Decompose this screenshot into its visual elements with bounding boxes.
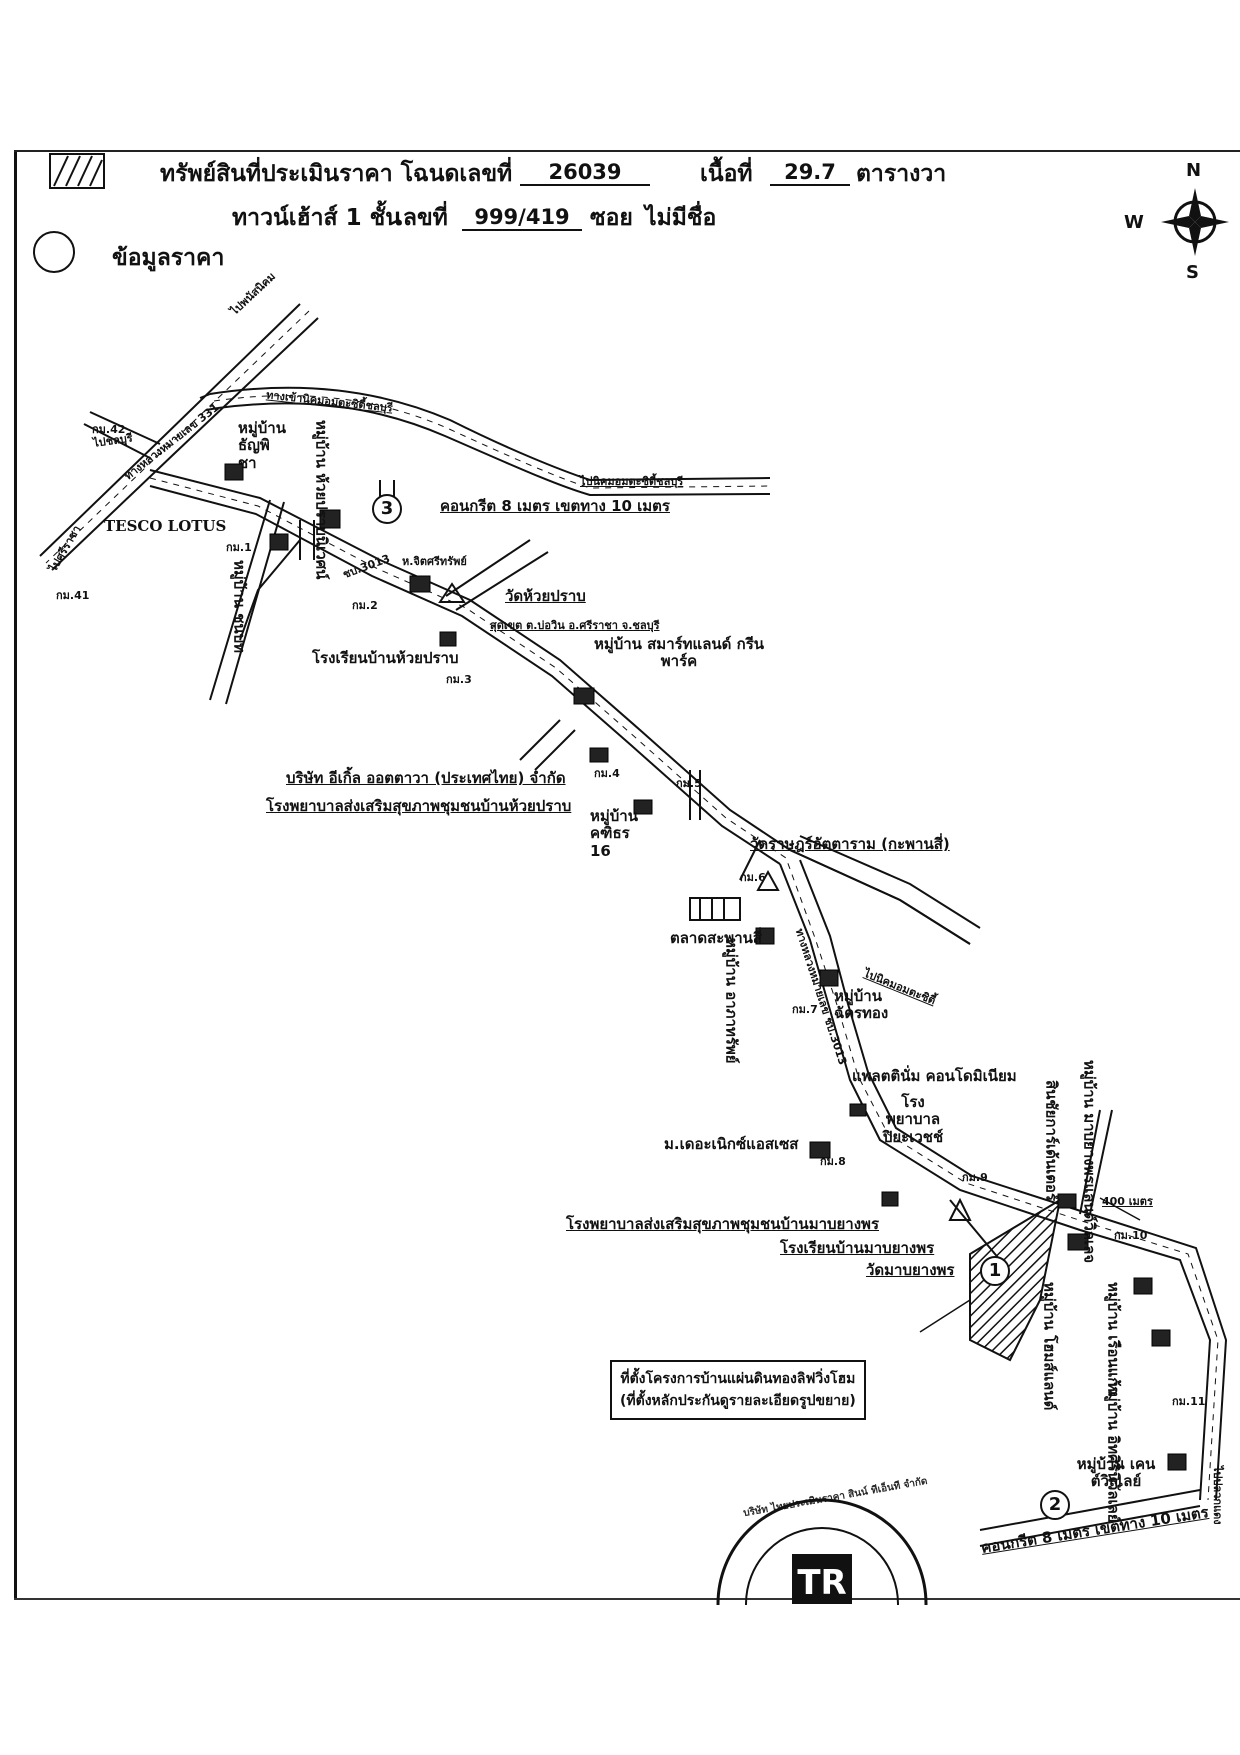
- label-village-smart: หมู่บ้าน สมาร์ทแลนด์ กรีน พาร์ค: [593, 635, 765, 671]
- label-tesco: TESCO LOTUS: [104, 517, 227, 535]
- area-unit: ตารางวา: [856, 161, 947, 187]
- marker-2: 2: [1040, 1490, 1070, 1520]
- house-no-label: เลขที่: [395, 205, 448, 231]
- price-data-label: ข้อมูลราคา: [112, 245, 225, 271]
- label-km2: กม.2: [352, 599, 378, 612]
- label-km8: กม.8: [820, 1155, 846, 1168]
- label-village-home: หมู่บ้าน โฮมส์แลนด์: [1040, 1282, 1059, 1411]
- marker-3: 3: [372, 494, 402, 524]
- label-company: บริษัท อีเกิ้ล ออตตาวา (ประเทศไทย) จำกัด: [286, 769, 566, 787]
- label-shop: ห.จิตศรีทรัพย์: [402, 555, 467, 568]
- label-village-kent: หมู่บ้าน เคนต์วิลเลย์: [1076, 1455, 1156, 1491]
- label-wat-mabayang: วัดมาบยางพร: [866, 1261, 955, 1279]
- page-bottom-border: [14, 1598, 1240, 1600]
- project-callout: ที่ตั้งโครงการบ้านแผ่นดินทองลิฟวิ่งโฮม (…: [610, 1360, 866, 1420]
- area-label: เนื้อที่: [700, 161, 753, 187]
- property-type: ทาวน์เฮ้าส์ 1 ชั้น: [232, 205, 401, 231]
- label-village-itsiri: หมู่บ้าน อิทศิรินิวัลเลย์: [1104, 1382, 1123, 1523]
- label-village-huaypraab: หมู่บ้าน ห้วยปราบนิเวศน์: [312, 420, 331, 580]
- label-km10: กม.10: [1114, 1229, 1148, 1242]
- label-wat-huaypraab: วัดห้วยปราบ: [505, 587, 586, 605]
- label-km7: กม.7: [792, 1003, 818, 1016]
- label-village-thanpisa: หมู่บ้าน ธัญพิชา: [238, 419, 286, 472]
- label-km6: กม.6: [740, 871, 766, 884]
- label-university: ม.เดอะเนิกซ์แอสเซส: [664, 1135, 799, 1153]
- label-hospital-huaypraab: โรงพยาบาลส่งเสริมสุขภาพชุมชนบ้านห้วยปราบ: [266, 797, 572, 815]
- label-hospital-piyavet: โรงพยาบาล ปิยะเวชช์: [882, 1093, 944, 1146]
- price-data-legend-icon: [33, 231, 75, 273]
- compass-n: N: [1186, 160, 1202, 181]
- label-to-amata-industrial: ไปนิคมอมตะซิตี้ชลบุรี: [580, 475, 684, 488]
- label-village-kathira: หมู่บ้าน คฑิธร 16: [590, 807, 638, 860]
- label-km11: กม.11: [1172, 1395, 1206, 1408]
- soi-value: ไม่มีชื่อ: [645, 205, 717, 231]
- label-village-maba: หมู่บ้าน มาบยางพรแลนด์วิลเลจ: [1080, 1060, 1099, 1264]
- label-village-chatrathong: หมู่บ้าน ฉัตรทอง: [834, 987, 889, 1023]
- company-stamp: TR: [716, 1498, 928, 1605]
- label-dist400: 400 เมตร: [1102, 1195, 1153, 1208]
- label-market: ตลาดสะพานสี่: [670, 929, 763, 947]
- label-school-huaypraab: โรงเรียนบ้านห้วยปราบ: [312, 649, 459, 667]
- marker-1: 1: [980, 1256, 1010, 1286]
- page-left-border: [14, 150, 17, 1600]
- label-condo: แพลตตินั่ม คอนโดมิเนียม: [852, 1067, 1017, 1085]
- label-boundary: สุดเขต ต.บ่อวิน อ.ศรีราชา จ.ชลบุรี: [490, 619, 660, 632]
- label-km3: กม.3: [446, 673, 472, 686]
- label-km5: กม.5: [676, 777, 702, 790]
- label-to-plaluang: ไปปลวกแดง: [1211, 1466, 1224, 1525]
- house-no: 999/419: [462, 205, 582, 231]
- label-village-ruan: หมู่บ้าน เรือนแก้ว: [1104, 1282, 1123, 1395]
- page-top-border: [14, 150, 1240, 152]
- stamp-logo: TR: [797, 1563, 846, 1603]
- compass-icon: [1161, 188, 1229, 256]
- label-km1: กม.1: [226, 541, 252, 554]
- label-km4: กม.4: [594, 767, 620, 780]
- label-km41: กม.41: [56, 589, 90, 602]
- soi-label: ซอย: [590, 205, 633, 231]
- area-value: 29.7: [770, 160, 850, 186]
- hatch-legend-icon: [49, 153, 105, 189]
- label-mall: สินชัยการ์เด้นเตอร์: [1042, 1080, 1061, 1201]
- label-hospital-mabayang: โรงพยาบาลส่งเสริมสุขภาพชุมชนบ้านมาบยางพร: [566, 1215, 880, 1233]
- label-wat-rat: วัดราษฎร์อัตตาราม (กะพานสี่): [750, 835, 950, 853]
- compass-s: S: [1186, 262, 1199, 283]
- callout-line2: (ที่ตั้งหลักประกันดูรายละเอียดรูปขยาย): [620, 1393, 856, 1409]
- label-village-chonbot: หมู่บ้าน ชนบท: [230, 560, 249, 654]
- label-km42: กม.42: [92, 423, 126, 436]
- label-concrete-road-top: คอนกรีต 8 เมตร เขตทาง 10 เมตร: [440, 497, 670, 515]
- callout-line1: ที่ตั้งโครงการบ้านแผ่นดินทองลิฟวิ่งโฮม: [620, 1371, 856, 1387]
- label-village-anpra: หมู่บ้าน อาภาทรัพย์: [722, 938, 741, 1064]
- deed-number: 26039: [520, 160, 650, 186]
- hatch-legend-label: ทรัพย์สินที่ประเมินราคา โฉนดเลขที่: [160, 161, 513, 187]
- label-school-mabayang: โรงเรียนบ้านมาบยางพร: [780, 1239, 935, 1257]
- compass-w: W: [1124, 212, 1144, 233]
- label-km9: กม.9: [962, 1171, 988, 1184]
